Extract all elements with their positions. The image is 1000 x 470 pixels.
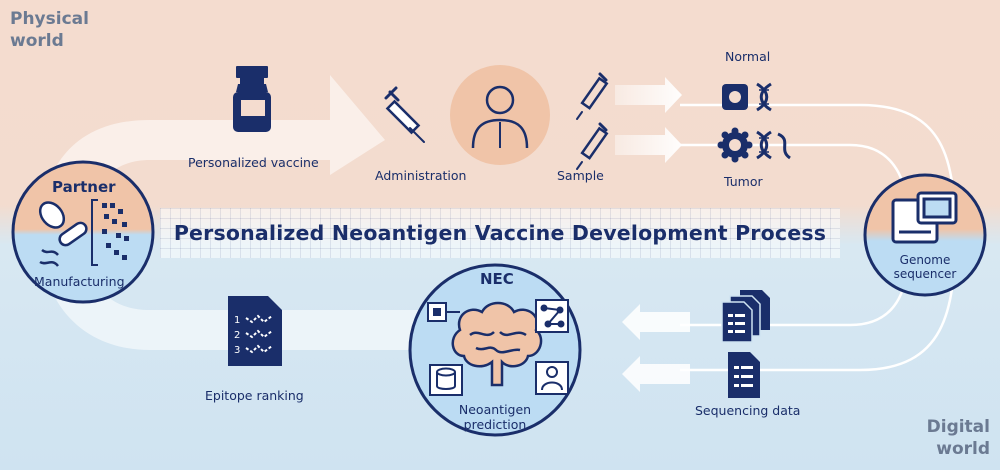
patient-icon [450, 65, 550, 165]
epitope-ranking-document-icon: 1 2 3 [228, 296, 282, 366]
nec-person-icon [535, 361, 569, 395]
nec-title: NEC [480, 270, 514, 288]
neoantigen-prediction-label: Neoantigen prediction [458, 402, 532, 432]
bacteria-icon [38, 201, 88, 267]
physical-world-label: Physical world [10, 9, 89, 51]
sample-label: Sample [557, 168, 604, 183]
left-loop-track [40, 75, 420, 350]
arrow-back-lower [622, 356, 690, 392]
nec-network-icon [535, 299, 569, 333]
nec-node-icon [427, 302, 460, 322]
normal-label: Normal [725, 49, 771, 64]
tumor-label: Tumor [724, 174, 763, 189]
genome-sequencer-label: Genome sequencer [893, 253, 957, 281]
personalized-vaccine-label: Personalized vaccine [188, 155, 319, 170]
data-document-icon [728, 352, 760, 398]
normal-cell-icon [722, 84, 748, 110]
brain-icon [451, 301, 543, 387]
partner-circle [11, 160, 155, 304]
diagram-title: Personalized Neoantigen Vaccine Developm… [173, 221, 827, 245]
arrow-back-upper [622, 304, 690, 340]
back-arrows [622, 304, 690, 392]
epitope-ranking-label: Epitope ranking [205, 388, 304, 403]
vaccine-vial-icon [233, 66, 271, 132]
sequencing-data-label: Sequencing data [695, 403, 801, 418]
digital-world-label: Digital world [926, 417, 990, 459]
syringe-sample-icon-1 [576, 72, 609, 120]
nec-database-icon [429, 364, 463, 396]
syringe-sample-icon-2 [576, 122, 609, 170]
nec-circle [408, 263, 582, 437]
rank-number: 3 [234, 345, 240, 356]
partner-title: Partner [52, 178, 116, 196]
peptide-dots-icon [91, 199, 129, 266]
administration-label: Administration [375, 168, 467, 183]
flow-arrows [615, 77, 682, 163]
rank-number: 1 [234, 315, 240, 326]
tumor-cell-icon [717, 127, 753, 163]
manufacturing-label: Manufacturing [34, 274, 125, 289]
title-banner: Personalized Neoantigen Vaccine Developm… [160, 208, 840, 258]
data-documents-icon [721, 290, 770, 343]
arrow-normal [615, 77, 682, 113]
tumor-dna-icon [756, 130, 791, 160]
syringe-administration-icon [384, 86, 425, 143]
sequencer-machine-icon [891, 191, 958, 244]
genome-sequencer-circle [863, 173, 987, 297]
rank-number: 2 [234, 330, 240, 341]
normal-dna-icon [756, 82, 772, 112]
arrow-tumor [615, 127, 682, 163]
